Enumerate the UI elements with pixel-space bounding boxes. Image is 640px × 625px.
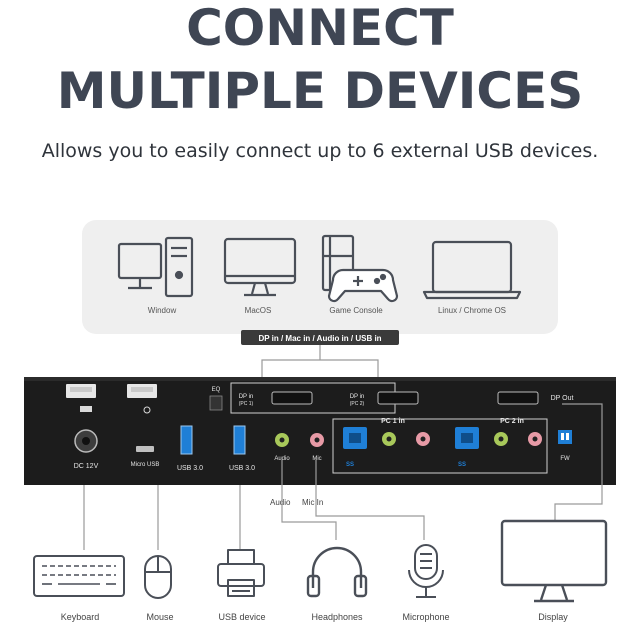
game-console-icon [321,234,399,303]
printer-icon [217,549,265,597]
pc1-in-label: PC 1 in [381,418,405,425]
device-label-microphone: Microphone [402,612,450,622]
input-badge: DP in / Mac in / Audio in / USB in [241,330,399,345]
monitor-icon [223,237,297,297]
keyboard-icon [33,555,125,597]
headphones-icon [306,546,368,598]
usb30-label-b: USB 3.0 [229,465,255,472]
pc2-in-label: PC 2 in [500,418,524,425]
display-icon [500,519,608,603]
device-label-headphones: Headphones [311,612,363,622]
device-label-macos: MacOS [244,306,272,315]
mic-jack-label: Mic [312,456,321,462]
subheadline: Allows you to easily connect up to 6 ext… [41,140,599,162]
usb-ss-badge-2: SS [458,462,466,468]
device-label-linux: Linux / Chrome OS [437,306,507,315]
eq-label: EQ [212,387,221,393]
dp-in-2-label: DP in [350,394,365,400]
device-label-window: Window [147,306,177,315]
mouse-icon [144,555,172,599]
input-badge-label: DP in / Mac in / Audio in / USB in [258,334,381,343]
audio-jack-label: Audio [274,456,290,462]
dp-in-1-label: DP in [239,394,254,400]
device-label-usb-device: USB device [218,612,266,622]
kvm-switch-panel: DC 12V Micro USB USB 3.0 USB 3.0 EQ DP i… [24,377,616,485]
microphone-icon [408,544,444,598]
usb30-label-a: USB 3.0 [177,465,203,472]
laptop-icon [422,240,522,300]
dc-label: DC 12V [74,463,99,470]
device-label-mouse: Mouse [146,612,174,622]
headline-line-1: CONNECT [186,0,454,57]
connector-label-audio: Audio [270,498,291,507]
dp-in-2-sub: (PC 2) [350,401,365,407]
connector-label-mic-in: Mic In [302,498,324,507]
usb-ss-badge-1: SS [346,462,354,468]
desktop-tower-icon [117,236,194,298]
device-label-keyboard: Keyboard [60,612,100,622]
headline-line-2: MULTIPLE DEVICES [56,62,584,120]
device-label-display: Display [538,612,568,622]
dp-out-label: DP Out [551,395,574,402]
micro-usb-label: Micro USB [131,462,160,468]
dp-in-1-sub: (PC 1) [239,401,254,407]
fw-label: FW [560,456,570,462]
device-label-game-console: Game Console [329,306,383,315]
